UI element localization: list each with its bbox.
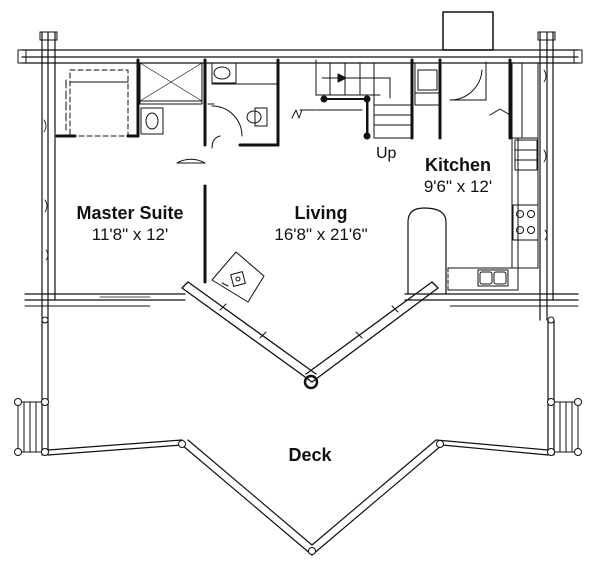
deck-posts	[14, 316, 582, 555]
north-wall	[17, 49, 583, 64]
sink-icon	[145, 112, 159, 130]
living-dimensions: 16'8" x 21'6"	[274, 225, 368, 244]
master-door	[176, 158, 206, 164]
angled-window-wall	[181, 281, 439, 383]
south-wall-right	[404, 293, 579, 307]
kitchen-island	[407, 207, 447, 295]
entry-door	[449, 69, 483, 101]
fireplace	[211, 251, 265, 303]
corner-post	[303, 374, 319, 390]
bathroom	[207, 62, 279, 149]
kitchen-sink-icon	[477, 269, 509, 287]
range-cooktop	[512, 204, 539, 241]
living-label: Living 16'8" x 21'6"	[246, 204, 396, 243]
master-suite-label: Master Suite 11'8" x 12'	[58, 204, 202, 243]
deck	[41, 319, 555, 556]
closet	[65, 69, 129, 137]
west-wall	[39, 31, 58, 321]
kitchen-label: Kitchen 9'6" x 12'	[396, 156, 520, 195]
deck-stairs-left	[17, 401, 49, 453]
kitchen-counter	[447, 267, 519, 291]
stairs-up-label: Up	[376, 145, 397, 162]
sink-icon	[213, 66, 231, 80]
vanity	[140, 107, 164, 135]
south-wall-left	[24, 293, 186, 307]
stairs	[291, 59, 413, 140]
master-suite-dimensions: 11'8" x 12'	[91, 225, 169, 244]
deck-label: Deck	[288, 445, 332, 465]
toilet-icon	[246, 110, 262, 124]
living-name: Living	[294, 203, 348, 223]
kitchen-cabinets	[414, 62, 539, 269]
kitchen-dimensions: 9'6" x 12'	[423, 177, 493, 196]
chimney	[442, 11, 494, 51]
east-wall	[537, 31, 556, 321]
pantry-door	[489, 108, 511, 116]
deck-stairs-right	[547, 401, 579, 453]
kitchen-name: Kitchen	[424, 155, 491, 175]
shower	[139, 62, 203, 105]
master-suite-name: Master Suite	[76, 203, 184, 223]
